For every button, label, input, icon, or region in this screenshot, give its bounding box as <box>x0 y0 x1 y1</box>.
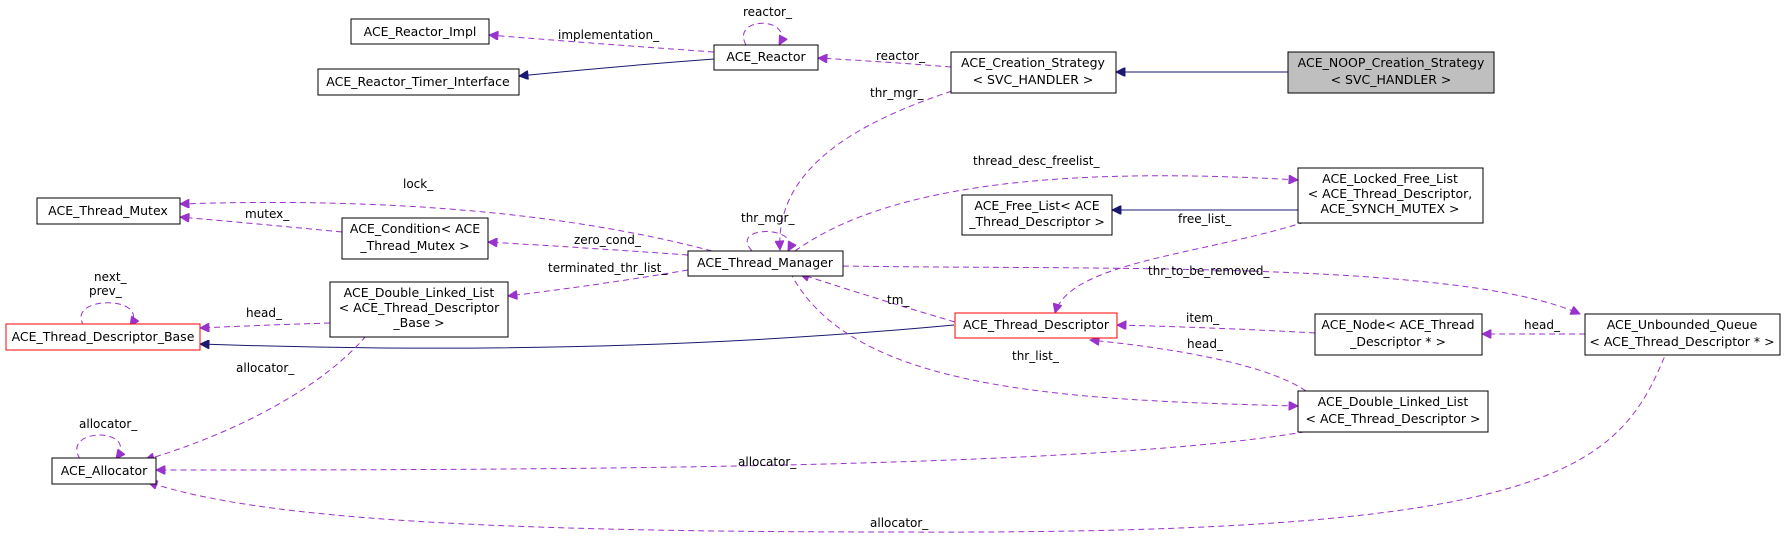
class-node-ace-creation-strategy[interactable]: ACE_Creation_Strategy < SVC_HANDLER > <box>950 51 1117 94</box>
class-node-label: ACE_Reactor_Timer_Interface <box>326 74 510 89</box>
class-node-label: _Thread_Descriptor > <box>968 214 1105 229</box>
edge-label-thr-mgr-strategy: thr_mgr_ <box>870 86 924 100</box>
class-node-ace-locked-free-list[interactable]: ACE_Locked_Free_List < ACE_Thread_Descri… <box>1297 167 1484 224</box>
class-node-label: < SVC_HANDLER > <box>973 72 1094 87</box>
class-node-label: ACE_Unbounded_Queue <box>1607 317 1758 332</box>
edge-label-tm: tm_ <box>887 293 910 307</box>
edge-label-head-base: head_ <box>246 306 283 320</box>
edge-label-thr-to-be-removed: thr_to_be_removed_ <box>1148 264 1270 278</box>
edge-label-reactor: reactor_ <box>876 49 926 63</box>
class-node-label: ACE_Creation_Strategy <box>961 55 1106 70</box>
edge-allocator-dll <box>156 429 1316 470</box>
edge-label-lock: lock_ <box>403 177 434 191</box>
edge-label-mutex: mutex_ <box>245 207 290 221</box>
edge-thr-list <box>789 271 1298 406</box>
class-node-ace-reactor-timer-interface[interactable]: ACE_Reactor_Timer_Interface <box>317 68 520 96</box>
class-node-label: < ACE_Thread_Descriptor, <box>1308 186 1473 201</box>
class-node-label: ACE_Locked_Free_List <box>1322 171 1458 186</box>
class-node-label: ACE_Reactor_Impl <box>364 24 477 39</box>
class-node-ace-thread-descriptor-base[interactable]: ACE_Thread_Descriptor_Base <box>5 323 201 351</box>
edge-label-allocator-self: allocator_ <box>79 417 138 431</box>
edge-thr-mgr-self <box>746 231 790 252</box>
class-node-label: ACE_Thread_Mutex <box>48 203 168 218</box>
class-node-label: ACE_Double_Linked_List <box>1318 394 1469 409</box>
edge-labels: reactor_ implementation_ reactor_ thr_mg… <box>79 5 1561 530</box>
edge-label-allocator-queue: allocator_ <box>870 516 929 530</box>
class-node-label: _Thread_Mutex > <box>359 238 469 253</box>
edge-reactor-self <box>743 22 781 45</box>
edge-label-implementation: implementation_ <box>558 28 660 42</box>
class-node-ace-allocator[interactable]: ACE_Allocator <box>51 457 157 485</box>
edge-label-terminated-thr-list: terminated_thr_list_ <box>548 261 668 275</box>
edge-timer-interface <box>519 58 715 76</box>
class-node-ace-thread-mutex[interactable]: ACE_Thread_Mutex <box>36 197 181 225</box>
class-node-label: ACE_NOOP_Creation_Strategy <box>1298 55 1485 70</box>
edge-implementation <box>489 35 715 53</box>
class-node-label: < ACE_Thread_Descriptor * > <box>1589 334 1774 349</box>
class-node-label: ACE_SYNCH_MUTEX > <box>1321 201 1460 216</box>
edge-label-prev: prev_ <box>89 284 123 298</box>
class-node-label: ACE_Reactor <box>726 49 806 64</box>
class-node-ace-node[interactable]: ACE_Node< ACE_Thread _Descriptor * > <box>1314 313 1483 356</box>
edge-item <box>1117 325 1316 334</box>
class-node-ace-condition[interactable]: ACE_Condition< ACE _Thread_Mutex > <box>341 217 489 260</box>
edge-head-base <box>200 322 331 328</box>
edge-mutex <box>180 217 343 233</box>
edge-allocator-base <box>145 335 367 460</box>
edge-label-reactor-self: reactor_ <box>743 5 793 19</box>
edge-zero-cond <box>488 242 689 256</box>
edge-allocator-self <box>76 434 121 459</box>
class-node-ace-double-linked-list[interactable]: ACE_Double_Linked_List < ACE_Thread_Desc… <box>1297 390 1489 433</box>
class-node-ace-reactor[interactable]: ACE_Reactor <box>713 44 819 71</box>
class-node-label: ACE_Thread_Manager <box>697 255 834 270</box>
edge-label-zero-cond: zero_cond_ <box>574 233 642 247</box>
edge-head-dll <box>1090 340 1307 392</box>
class-node-label: ACE_Node< ACE_Thread <box>1321 317 1474 332</box>
class-node-ace-thread-descriptor[interactable]: ACE_Thread_Descriptor <box>954 312 1118 339</box>
edge-thread-desc-freelist <box>794 176 1298 252</box>
class-node-ace-reactor-impl[interactable]: ACE_Reactor_Impl <box>350 18 490 45</box>
edge-label-thread-desc-freelist: thread_desc_freelist_ <box>973 154 1100 168</box>
edge-tm <box>800 274 956 323</box>
edge-free-list <box>1055 221 1306 313</box>
class-node-ace-noop-creation-strategy[interactable]: ACE_NOOP_Creation_Strategy < SVC_HANDLER… <box>1287 51 1495 94</box>
edge-label-item: item_ <box>1186 311 1220 325</box>
class-node-label: ACE_Double_Linked_List <box>344 285 495 300</box>
edge-label-thr-mgr-self: thr_mgr_ <box>741 211 795 225</box>
edge-label-allocator-base: allocator_ <box>236 361 295 375</box>
class-node-label: _Descriptor * > <box>1349 334 1446 349</box>
edge-label-next: next_ <box>94 270 128 284</box>
edge-terminated-thr-list <box>508 269 689 296</box>
edge-label-free-list: free_list_ <box>1178 212 1232 226</box>
class-node-label: ACE_Free_List< ACE <box>974 198 1099 213</box>
edge-label-allocator-dll: allocator_ <box>738 455 797 469</box>
class-node-label: ACE_Thread_Descriptor <box>963 317 1110 332</box>
class-node-label: ACE_Allocator <box>61 463 148 478</box>
edge-allocator-queue <box>148 347 1669 533</box>
edge-descriptor-base-inherit <box>200 324 955 348</box>
edge-thr-to-be-removed <box>842 265 1580 314</box>
class-node-label: < ACE_Thread_Descriptor <box>339 300 500 315</box>
edge-label-head-queue: head_ <box>1524 318 1561 332</box>
edges <box>76 22 1669 533</box>
class-node-label: ACE_Condition< ACE <box>350 221 480 236</box>
edge-lock <box>180 202 713 252</box>
class-node-label: _Base > <box>392 315 444 330</box>
class-node-ace-free-list[interactable]: ACE_Free_List< ACE _Thread_Descriptor > <box>961 194 1113 236</box>
class-node-ace-double-linked-list-base[interactable]: ACE_Double_Linked_List < ACE_Thread_Desc… <box>329 281 509 338</box>
nodes: ACE_Reactor_Impl ACE_Reactor ACE_Reactor… <box>5 18 1781 485</box>
class-node-label: < SVC_HANDLER > <box>1331 72 1452 87</box>
class-node-label: < ACE_Thread_Descriptor > <box>1306 411 1481 426</box>
edge-reactor <box>818 58 952 68</box>
edge-thr-mgr-strategy <box>780 90 953 250</box>
class-node-ace-thread-manager[interactable]: ACE_Thread_Manager <box>687 250 844 277</box>
class-node-label: ACE_Thread_Descriptor_Base <box>12 329 195 344</box>
edge-label-head-dll: head_ <box>1187 337 1224 351</box>
class-node-ace-unbounded-queue[interactable]: ACE_Unbounded_Queue < ACE_Thread_Descrip… <box>1584 313 1781 356</box>
edge-label-thr-list: thr_list_ <box>1012 349 1060 363</box>
edge-next-prev-self <box>80 302 134 326</box>
